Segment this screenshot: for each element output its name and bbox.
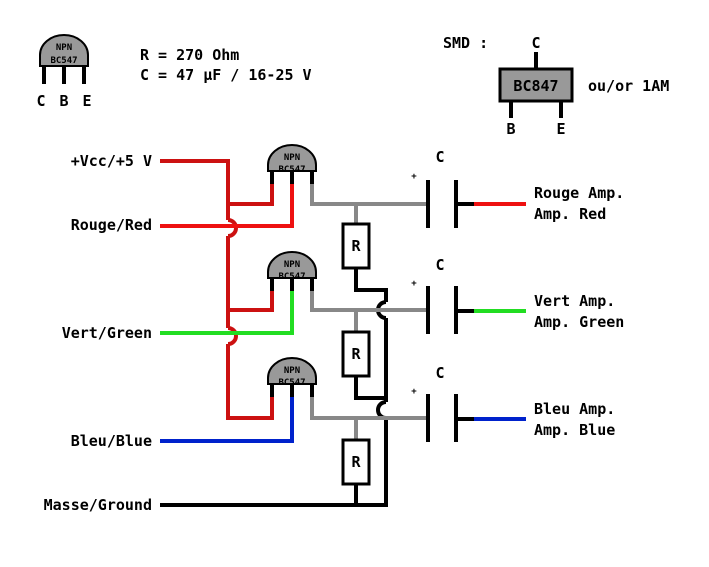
transistor-green: NPN BC547 <box>267 251 317 291</box>
legend-pin-b: B <box>59 92 68 110</box>
smd-pin-e-label: E <box>556 120 565 138</box>
ground-wire <box>160 268 388 507</box>
resistor-blue: R <box>341 438 371 486</box>
transistor-green-part: BC547 <box>278 272 305 282</box>
input-green-label: Vert/Green <box>62 324 152 342</box>
input-red-label: Rouge/Red <box>71 216 152 234</box>
transistor-blue-npn: NPN <box>284 366 300 376</box>
input-blue-label: Bleu/Blue <box>71 432 152 450</box>
transistor-blue: NPN BC547 <box>267 357 317 397</box>
smd-pin-b-label: B <box>506 120 515 138</box>
vcc-wire <box>160 159 274 420</box>
output-green-line1: Vert Amp. <box>534 292 615 310</box>
smd-chip <box>498 67 574 103</box>
capacitor-green-label: C <box>435 256 444 274</box>
resistor-red-label: R <box>351 237 361 255</box>
c-value-text: C = 47 µF / 16-25 V <box>140 66 312 84</box>
output-red-line1: Rouge Amp. <box>534 184 624 202</box>
transistor-red: NPN BC547 <box>267 144 317 184</box>
smd-chip-label: BC847 <box>513 77 558 95</box>
legend-pin-c: C <box>36 92 45 110</box>
capacitor-red-label: C <box>435 148 444 166</box>
capacitor-red <box>426 180 474 228</box>
capacitor-red-plus: + <box>411 172 417 182</box>
blue-input-wire <box>160 396 294 443</box>
capacitor-blue-plus: + <box>411 387 417 397</box>
smd-pin-c-label: C <box>531 34 540 52</box>
input-ground-label: Masse/Ground <box>44 496 152 514</box>
output-blue-line2: Amp. Blue <box>534 421 615 439</box>
legend-transistor: NPN BC547 C B E <box>36 34 92 110</box>
transistor-green-npn: NPN <box>284 260 300 270</box>
capacitor-green-plus: + <box>411 279 417 289</box>
output-red-line2: Amp. Red <box>534 205 606 223</box>
smd-alt-label: ou/or 1AM <box>588 77 669 95</box>
transistor-red-npn: NPN <box>284 153 300 163</box>
legend-pin-e: E <box>82 92 91 110</box>
green-input-wire <box>160 290 294 335</box>
legend-part-label: BC547 <box>50 56 77 66</box>
capacitor-blue-label: C <box>435 364 444 382</box>
output-green-line2: Amp. Green <box>534 313 624 331</box>
r-value-text: R = 270 Ohm <box>140 46 239 64</box>
emitter-wires <box>310 183 428 440</box>
resistor-blue-label: R <box>351 453 361 471</box>
resistor-green-label: R <box>351 345 361 363</box>
output-blue-line1: Bleu Amp. <box>534 400 615 418</box>
smd-block: SMD : C BC847 B E ou/or 1AM <box>443 34 669 138</box>
resistor-green: R <box>341 330 371 378</box>
legend-npn-label: NPN <box>56 43 72 53</box>
transistor-blue-part: BC547 <box>278 378 305 388</box>
input-vcc-label: +Vcc/+5 V <box>71 152 152 170</box>
resistor-red: R <box>341 222 371 270</box>
capacitor-blue <box>426 394 474 442</box>
smd-label: SMD : <box>443 34 488 52</box>
red-input-wire <box>160 183 294 228</box>
transistor-red-part: BC547 <box>278 165 305 175</box>
capacitor-green <box>426 286 474 334</box>
